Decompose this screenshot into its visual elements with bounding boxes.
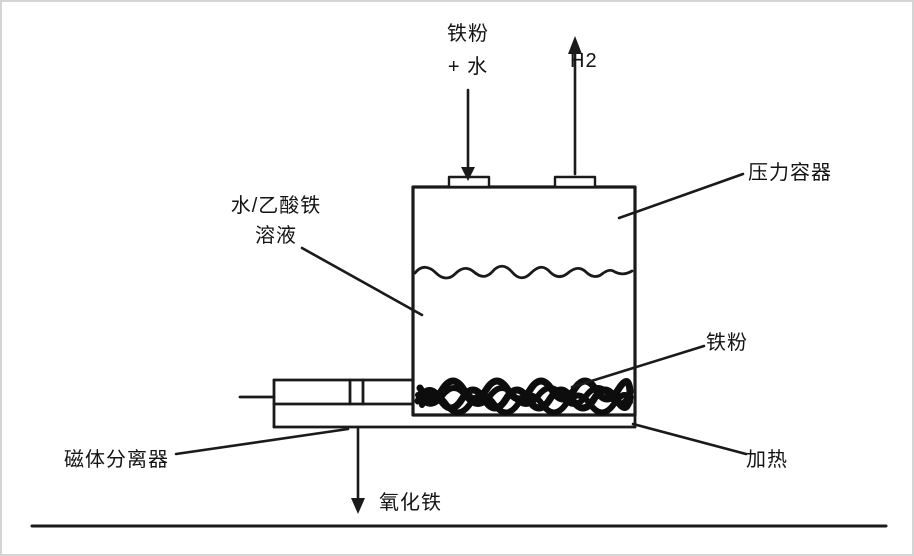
solution-label-line1: 水/乙酸铁 bbox=[230, 195, 322, 217]
outlet-port bbox=[553, 175, 597, 189]
leader-iron-powder bbox=[570, 344, 706, 389]
liquid-surface-wave bbox=[413, 264, 634, 280]
pressure-vessel-label: 压力容器 bbox=[748, 162, 832, 184]
magnetic-separator-box bbox=[238, 378, 637, 429]
iron-powder-label: 铁粉 bbox=[706, 332, 748, 354]
heating-label: 加热 bbox=[746, 449, 788, 471]
magnetic-separator-label: 磁体分离器 bbox=[64, 449, 169, 471]
iron-oxide-arrow-head-icon bbox=[351, 498, 365, 514]
feed-arrow-head-icon bbox=[461, 167, 475, 181]
feed-label-line2: + 水 bbox=[447, 56, 489, 78]
leader-heating bbox=[631, 422, 748, 456]
leader-pressure-vessel bbox=[617, 172, 745, 220]
leader-solution bbox=[300, 246, 424, 317]
solution-label-line2: 溶液 bbox=[255, 225, 297, 247]
iron-oxide-label: 氧化铁 bbox=[379, 492, 442, 514]
iron-powder-scribble bbox=[414, 377, 634, 416]
h2-arrow-head-icon bbox=[568, 36, 582, 54]
pressure-vessel-outline bbox=[411, 185, 637, 417]
h2-label: H2 bbox=[570, 50, 598, 72]
leader-magnetic-separator bbox=[174, 427, 350, 456]
feed-label-line1: 铁粉 bbox=[447, 23, 489, 45]
